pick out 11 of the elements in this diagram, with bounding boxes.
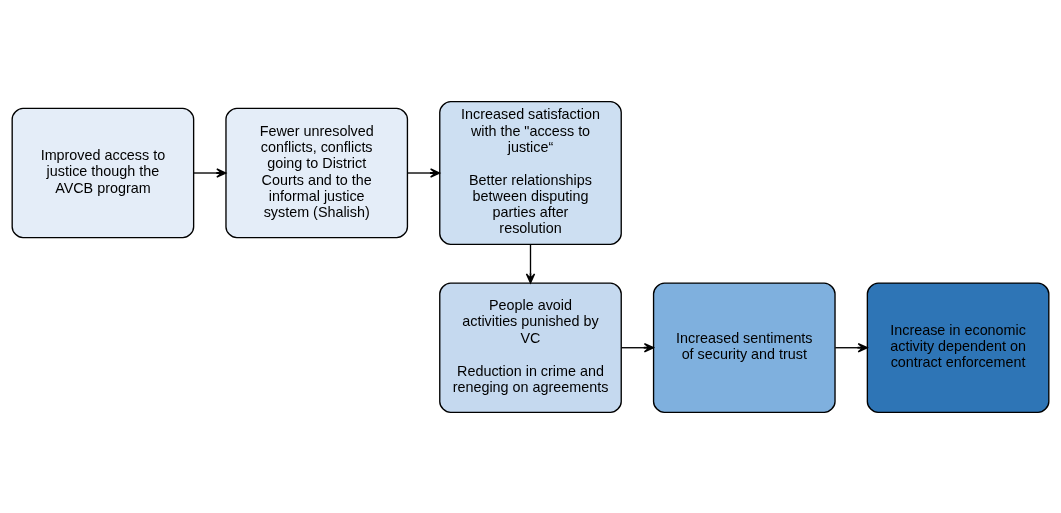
arrow	[193, 167, 227, 178]
arrow	[525, 243, 536, 284]
arrow	[407, 167, 441, 178]
node-box: Fewer unresolved conflicts, conflicts going to District Courts and to the informal justice system (Shalish)	[225, 107, 409, 238]
node-box: People avoid activities punished by VC Reduction in crime and reneging on agreements	[439, 281, 622, 413]
arrow	[620, 342, 655, 352]
node-box: Increased satisfaction with the "access to justice“ Better relationships between disputing parties after resolution	[439, 100, 622, 245]
arrow	[834, 342, 868, 352]
node-box: Improved access to justice though the AVCB program	[11, 107, 195, 238]
node-box: Increase in economic activity dependent on contract enforcement	[866, 281, 1050, 413]
node-box: Increased sentiments of security and trust	[652, 281, 836, 413]
